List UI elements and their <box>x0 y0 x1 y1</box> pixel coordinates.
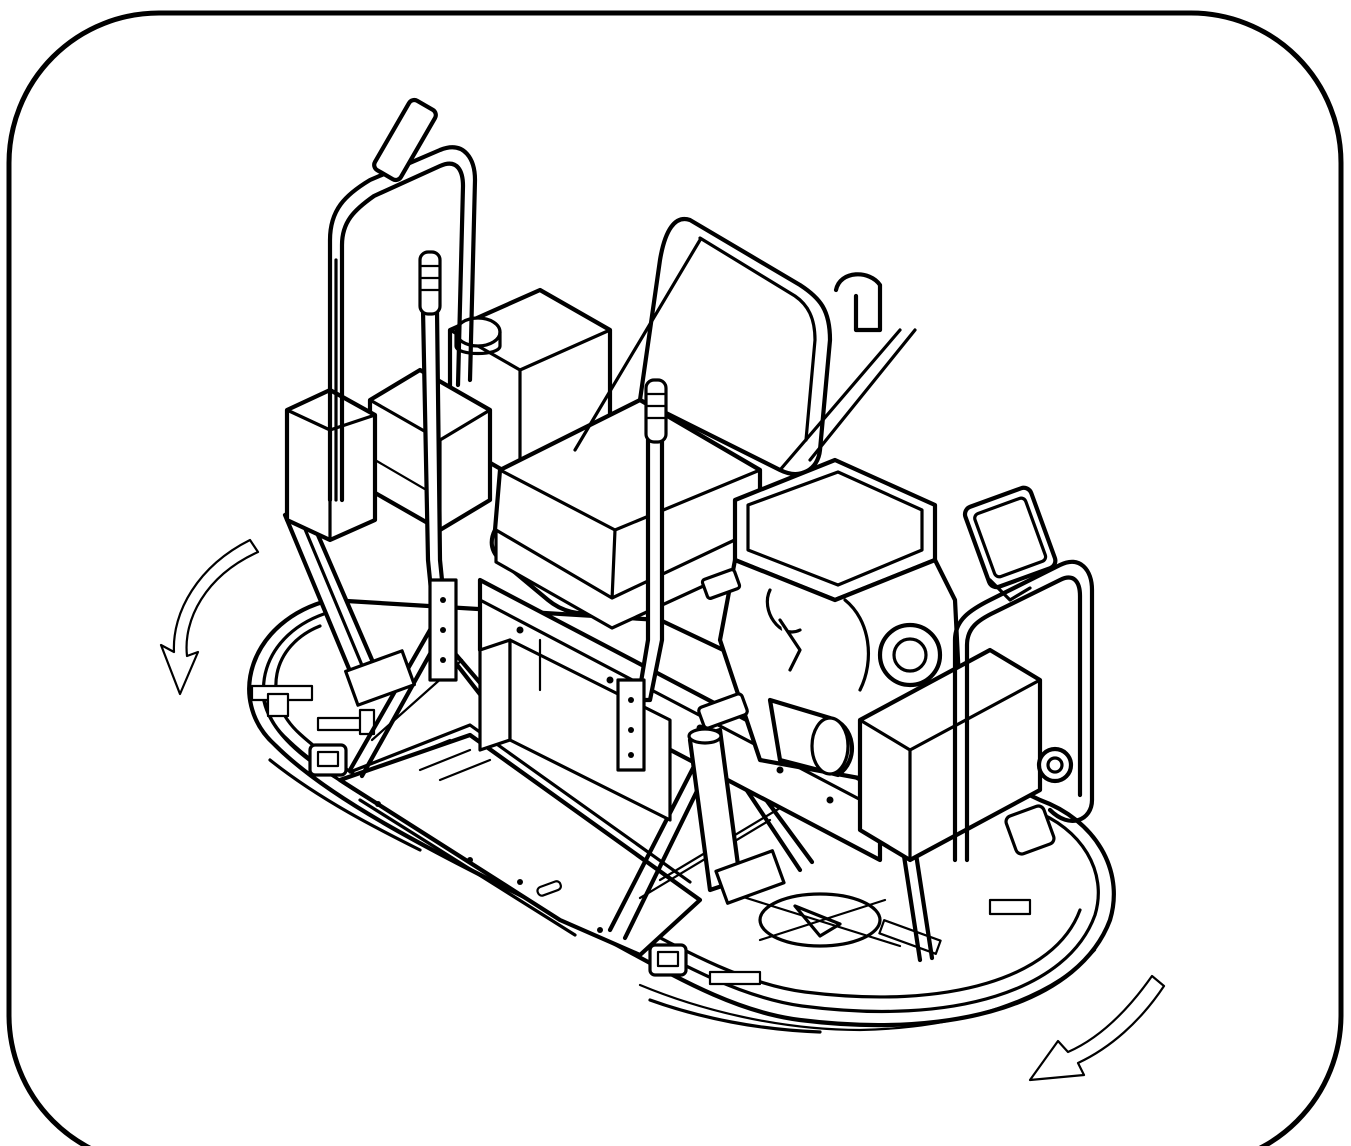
left-steering-lever <box>418 250 458 682</box>
rotation-arrow-right-icon <box>1028 974 1166 1082</box>
front-pads <box>308 743 688 977</box>
rotation-arrow-left-icon <box>159 538 260 696</box>
right-roll-bar <box>952 559 1095 863</box>
right-rear-mount <box>1004 746 1074 856</box>
air-filter <box>767 697 854 778</box>
control-panel <box>962 485 1058 602</box>
right-gearbox-tubes <box>687 727 786 905</box>
left-roll-bar <box>327 97 478 503</box>
left-ring-struts <box>250 684 376 736</box>
foot-pedal <box>697 568 749 730</box>
right-control-box <box>857 647 1043 863</box>
right-rotor <box>708 892 1032 986</box>
deck-frame <box>337 723 703 958</box>
right-steering-lever <box>616 378 668 772</box>
rounded-frame <box>6 10 1344 1146</box>
